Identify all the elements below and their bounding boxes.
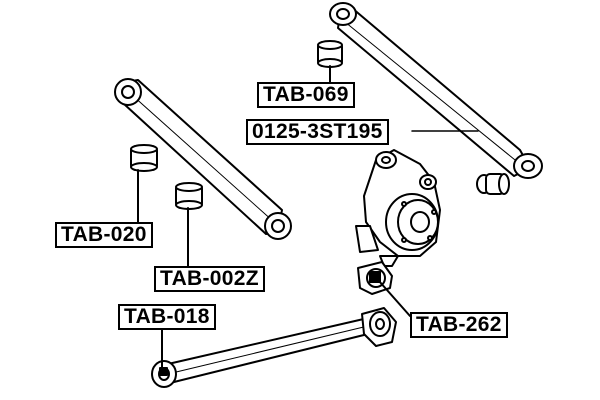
label-tab-002z: TAB-002Z [154, 266, 265, 292]
wheel-hub [385, 193, 439, 251]
label-0125-3st195: 0125-3ST195 [246, 119, 389, 145]
lower-arm-front-bushing-eye [151, 360, 177, 388]
bushing-tab-262 [357, 261, 411, 317]
lower-trailing-arm [151, 307, 397, 388]
bushing-tab-020 [130, 144, 158, 223]
left-arm-top-bushing-eye [114, 78, 142, 106]
upper-arm-top-bushing-eye [329, 2, 357, 26]
label-tab-018: TAB-018 [118, 304, 216, 330]
left-arm-bottom-bushing-eye [264, 212, 292, 240]
steering-knuckle [355, 149, 441, 267]
label-tab-262: TAB-262 [410, 312, 508, 338]
bushing-tab-069 [317, 40, 343, 83]
upper-arm-bottom-bushing-eye [513, 153, 543, 179]
upper-control-arm [329, 2, 543, 179]
bushing-tab-002z [175, 182, 203, 267]
label-tab-020: TAB-020 [55, 222, 153, 248]
label-tab-069: TAB-069 [257, 82, 355, 108]
left-lateral-arm [114, 78, 292, 240]
bushing-right [476, 173, 510, 195]
